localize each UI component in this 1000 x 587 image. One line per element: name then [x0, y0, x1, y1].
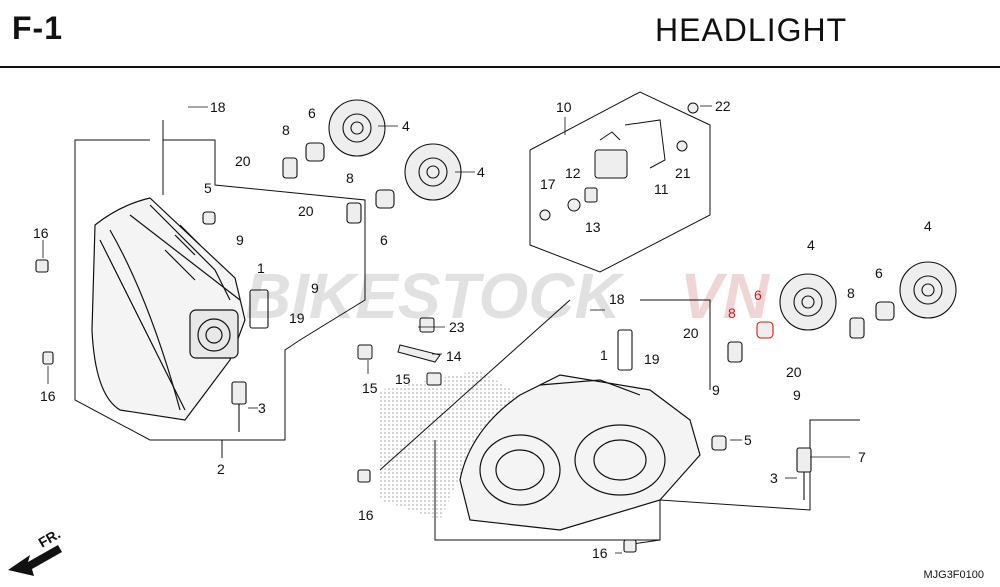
- callout-21: 21: [675, 165, 691, 181]
- callout-9: 9: [793, 387, 801, 403]
- callout-10: 10: [556, 99, 572, 115]
- right-group-bracket: [379, 299, 860, 546]
- callout-19: 19: [289, 310, 305, 326]
- callout-2: 2: [217, 461, 225, 477]
- left-bulb-group: [35, 99, 462, 432]
- callout-4: 4: [807, 237, 815, 253]
- watermark: BIKESTOCK VN: [245, 260, 771, 332]
- callout-7: 7: [858, 449, 866, 465]
- callout-3: 3: [258, 400, 266, 416]
- callout-1: 1: [600, 347, 608, 363]
- callout-9: 9: [236, 232, 244, 248]
- right-bulb-group: [357, 261, 957, 553]
- header-divider: [0, 66, 1000, 68]
- page-code: F-1: [12, 10, 63, 46]
- callout-22: 22: [715, 98, 731, 114]
- callout-8: 8: [282, 122, 290, 138]
- callout-13: 13: [585, 219, 601, 235]
- callout-8: 8: [847, 285, 855, 301]
- callout-20: 20: [683, 325, 699, 341]
- relay-box-group: [529, 91, 711, 273]
- callout-1: 1: [257, 260, 265, 276]
- callout-18: 18: [609, 291, 625, 307]
- callout-20: 20: [298, 203, 314, 219]
- callout-6: 6: [308, 105, 316, 121]
- right-headlight-assembly: [459, 374, 701, 531]
- lens-shadow: [380, 370, 520, 520]
- callout-8: 8: [346, 170, 354, 186]
- callout-14: 14: [446, 348, 462, 364]
- callout-15: 15: [362, 380, 378, 396]
- callout-20: 20: [235, 153, 251, 169]
- callout-19: 19: [644, 351, 660, 367]
- watermark-suffix: VN: [680, 260, 771, 332]
- left-headlight-assembly: [91, 197, 246, 421]
- callout-20: 20: [786, 364, 802, 380]
- callout-8: 8: [728, 305, 736, 321]
- watermark-main: BIKESTOCK: [245, 260, 626, 332]
- callout-5: 5: [204, 180, 212, 196]
- callout-18: 18: [210, 99, 226, 115]
- callout-16: 16: [358, 507, 374, 523]
- callout-6: 6: [754, 287, 762, 303]
- callout-6: 6: [380, 232, 388, 248]
- page-header: F-1 HEADLIGHT: [0, 0, 1000, 68]
- callout-23: 23: [449, 319, 465, 335]
- callout-4: 4: [402, 118, 410, 134]
- callout-6: 6: [875, 265, 883, 281]
- callout-labels: 18 8 6 4 4 20 5 9 20 8 6 16 1 9 19 16 3 …: [33, 98, 932, 561]
- callout-16: 16: [592, 545, 608, 561]
- center-fasteners: [357, 317, 442, 386]
- headlight-exploded-diagram: BIKESTOCK VN: [8, 91, 957, 576]
- leader-lines: [42, 105, 850, 554]
- callout-4: 4: [477, 164, 485, 180]
- callout-3: 3: [770, 470, 778, 486]
- callout-9: 9: [311, 280, 319, 296]
- callout-15: 15: [395, 371, 411, 387]
- callout-16: 16: [40, 388, 56, 404]
- callout-4: 4: [924, 218, 932, 234]
- diagram-reference-code: MJG3F0100: [923, 569, 984, 581]
- callout-12: 12: [565, 165, 581, 181]
- front-arrow-icon: FR.: [8, 525, 63, 576]
- callout-16: 16: [33, 225, 49, 241]
- page-title: HEADLIGHT: [655, 12, 848, 48]
- callout-11: 11: [654, 181, 669, 197]
- callout-5: 5: [744, 432, 752, 448]
- left-group-bracket: [74, 120, 366, 458]
- callout-17: 17: [540, 176, 556, 192]
- callout-9: 9: [712, 382, 720, 398]
